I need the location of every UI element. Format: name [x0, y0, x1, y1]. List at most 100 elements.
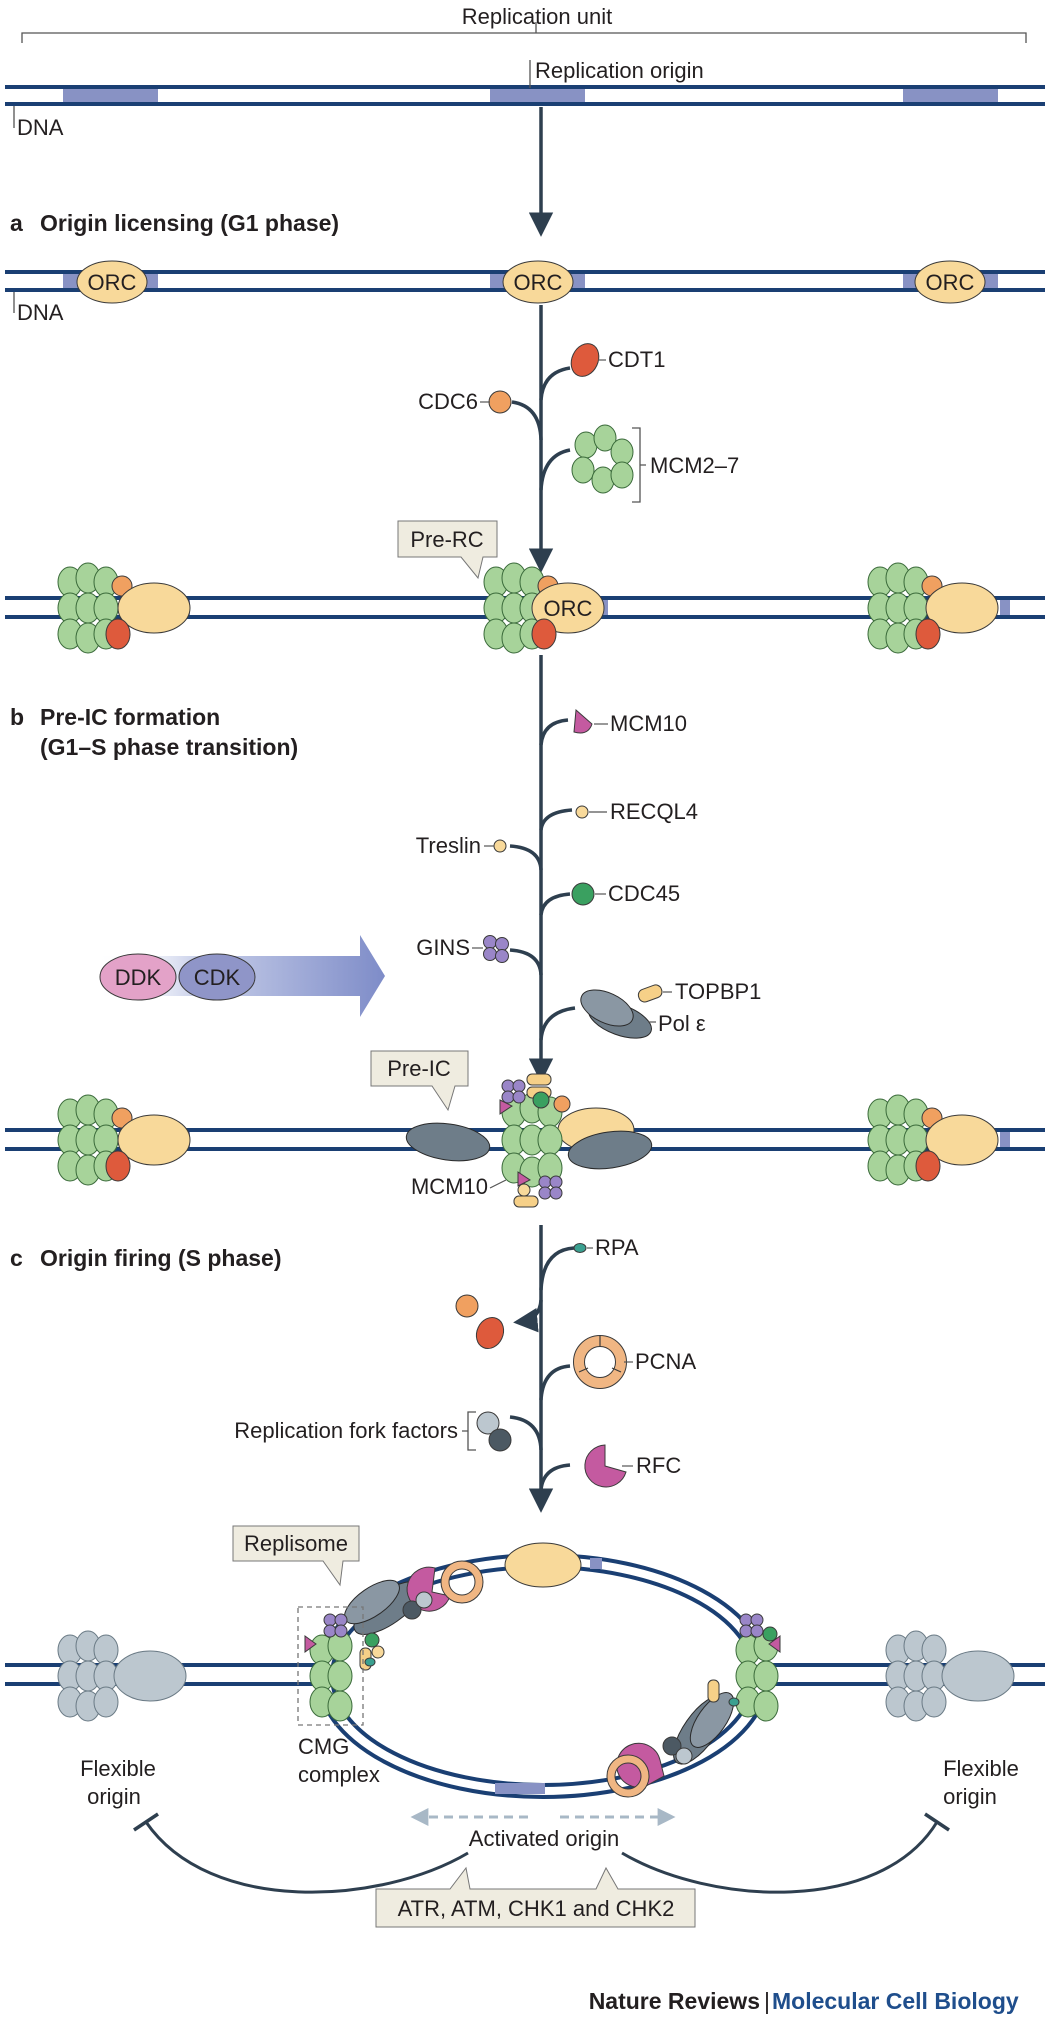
mcm27-label: MCM2–7	[650, 453, 739, 478]
mcm27-hexamer	[571, 424, 634, 494]
flexible-origin-left-line1: Flexible	[80, 1756, 156, 1781]
flexible-origin-right-complex	[885, 1630, 1015, 1722]
section-a-letter: a	[10, 210, 23, 236]
branch-rpa	[539, 1246, 575, 1291]
pre-rc-left-b	[57, 1094, 191, 1186]
cmg-label-line2: complex	[298, 1762, 380, 1787]
activated-origin-label: Activated origin	[469, 1826, 619, 1851]
topbp1-protein	[637, 984, 663, 1003]
replication-unit-label: Replication unit	[462, 4, 612, 29]
replisome-left	[304, 1560, 484, 1722]
branch-treslin	[509, 844, 543, 871]
section-b-letter: b	[10, 704, 24, 730]
rfc-label: RFC	[636, 1453, 681, 1478]
cmg-label-line1: CMG	[298, 1734, 349, 1759]
dna-label-top: DNA	[17, 115, 64, 140]
topbp1-label: TOPBP1	[675, 979, 761, 1004]
rpa-label: RPA	[595, 1235, 639, 1260]
treslin-protein	[493, 839, 507, 853]
footer-separator: |	[764, 1988, 770, 2014]
branch-cdc45	[539, 892, 571, 916]
fork-factor-proteins	[476, 1411, 512, 1452]
mcm10-bottom-leader	[489, 1179, 507, 1189]
branch-pol-e	[539, 1006, 576, 1041]
svg-text:ORC: ORC	[926, 270, 975, 295]
svg-text:CDK: CDK	[194, 965, 241, 990]
mcm10-label: MCM10	[610, 711, 687, 736]
pol-e-label: Pol ε	[658, 1011, 706, 1036]
inhibition-bar-right	[924, 1812, 950, 1832]
cdk-kinase: CDK	[178, 953, 256, 1001]
cdc6-protein	[488, 390, 512, 414]
fork-factors-bracket	[462, 1411, 476, 1451]
pre-ic-label: Pre-IC	[387, 1056, 451, 1081]
replication-unit-bracket	[21, 22, 1027, 43]
svg-text:ORC: ORC	[88, 270, 137, 295]
pre-rc-right	[867, 562, 999, 654]
replisome-callout: Replisome	[232, 1525, 360, 1587]
footer-journal: Nature Reviews	[589, 1988, 760, 2014]
pre-rc-callout: Pre-RC	[397, 520, 498, 580]
ddk-kinase: DDK	[99, 953, 177, 1001]
inhibition-arc-left	[144, 1821, 469, 1894]
cdc45-label: CDC45	[608, 881, 680, 906]
pcna-label: PCNA	[635, 1349, 696, 1374]
cdc45-protein	[571, 882, 595, 906]
branch-cdc6	[511, 400, 543, 441]
mcm10-protein	[573, 708, 593, 734]
section-a-title: Origin licensing (G1 phase)	[40, 210, 339, 236]
pre-ic-complex	[405, 1073, 653, 1208]
branch-released	[513, 1299, 543, 1333]
mcm10-bottom-label: MCM10	[411, 1174, 488, 1199]
gins-label: GINS	[416, 935, 470, 960]
orc-right: ORC	[914, 260, 986, 304]
section-c-title: Origin firing (S phase)	[40, 1245, 282, 1271]
pre-rc-center: ORC	[483, 562, 605, 654]
footer-subjournal: Molecular Cell Biology	[772, 1988, 1019, 2014]
fork-factors-label: Replication fork factors	[234, 1418, 458, 1443]
orc-center: ORC	[502, 260, 574, 304]
treslin-label: Treslin	[416, 833, 481, 858]
branch-recql4	[539, 808, 573, 831]
branch-mcm10	[539, 718, 569, 746]
rfc-protein	[584, 1444, 627, 1488]
svg-text:ORC: ORC	[514, 270, 563, 295]
recql4-label: RECQL4	[610, 799, 698, 824]
cmg-complex-box	[297, 1606, 364, 1726]
flexible-origin-left-complex	[57, 1630, 187, 1722]
flexible-origin-right-line2: origin	[943, 1784, 997, 1809]
branch-gins	[509, 948, 543, 976]
svg-text:ORC: ORC	[544, 596, 593, 621]
pol-e-protein	[580, 989, 652, 1039]
branch-fork-factors	[509, 1415, 543, 1451]
flexible-origin-left-line2: origin	[87, 1784, 141, 1809]
replication-origin-label: Replication origin	[535, 58, 704, 83]
inhibition-arc-right	[621, 1821, 939, 1894]
cdt1-label: CDT1	[608, 347, 665, 372]
released-cdc6-cdt1	[455, 1294, 505, 1350]
pre-rc-right-b	[867, 1094, 999, 1186]
pre-ic-callout: Pre-IC	[370, 1050, 469, 1112]
rpa-protein	[573, 1243, 587, 1253]
recql4-protein	[575, 805, 589, 819]
flexible-origin-right-line1: Flexible	[943, 1756, 1019, 1781]
dna-top	[5, 85, 1045, 106]
checkpoint-kinases-box: ATR, ATM, CHK1 and CHK2	[375, 1866, 696, 1928]
branch-mcm	[539, 448, 571, 491]
svg-text:DDK: DDK	[115, 965, 162, 990]
orc-left: ORC	[76, 260, 148, 304]
pcna-ring	[573, 1335, 627, 1389]
gins-protein	[483, 935, 509, 963]
dna-label-a: DNA	[17, 300, 64, 325]
mcm27-bracket	[632, 427, 646, 503]
pre-rc-left	[57, 562, 191, 654]
section-b-title-line2: (G1–S phase transition)	[40, 734, 298, 760]
cdt1-protein	[570, 343, 600, 377]
replisome-right	[606, 1613, 781, 1798]
inhibition-bar-left	[133, 1812, 159, 1832]
branch-pcna	[539, 1364, 571, 1401]
orc-on-bubble	[504, 1542, 582, 1588]
branch-cdt1	[539, 366, 571, 401]
checkpoint-kinases-label: ATR, ATM, CHK1 and CHK2	[398, 1896, 675, 1921]
